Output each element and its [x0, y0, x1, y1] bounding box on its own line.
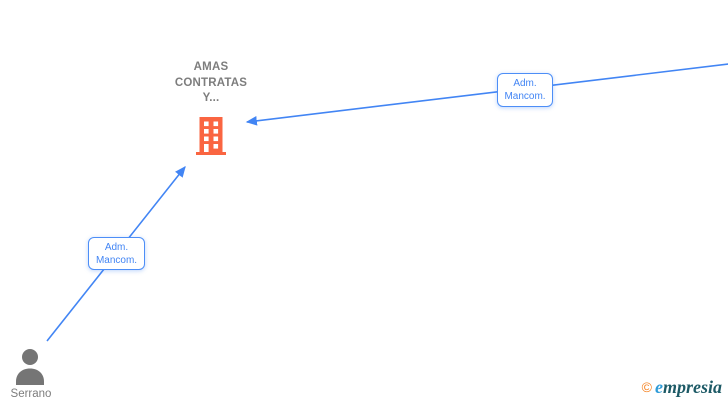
empresia-logo: ©empresia	[642, 377, 722, 397]
brand-rest: mpresia	[662, 377, 722, 397]
edge-label-adm-mancom-left[interactable]: Adm. Mancom.	[88, 237, 145, 270]
person-icon	[13, 348, 47, 385]
brand-initial: e	[654, 377, 663, 397]
copyright-icon: ©	[641, 379, 652, 395]
building-icon	[196, 117, 226, 155]
edge-line-offscreen-to-company	[245, 63, 728, 126]
edge-label-adm-mancom-right[interactable]: Adm. Mancom.	[497, 73, 553, 107]
person-name-label: Serrano	[10, 388, 52, 400]
company-name-label: AMAS CONTRATAS Y...	[174, 61, 248, 104]
